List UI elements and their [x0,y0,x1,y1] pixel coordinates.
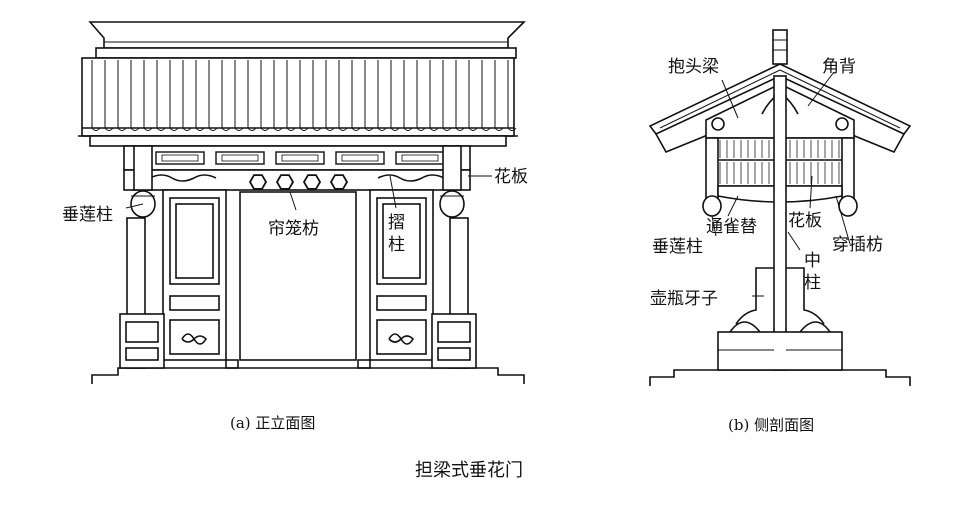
beam-panel [275,151,325,165]
hexagon-ornament [248,174,268,190]
label-lianlongfang: 帘笼枋 [268,219,319,239]
front-chuilianzhu-left [133,145,153,191]
side-ground [649,369,911,386]
hexagon-ornament [275,174,295,190]
label-huaban-side: 花板 [788,211,822,231]
front-ridge-base [95,47,517,59]
beam-panel [155,151,205,165]
label-baotouliang: 抱头梁 [668,57,719,77]
beam-panel-inner [341,154,379,162]
front-eave-board [89,135,507,147]
label-chuilianzhu-front: 垂莲柱 [62,205,113,225]
side-huping-left [735,267,774,325]
label-zhongzhu-2: 柱 [804,273,821,293]
figure-title: 担梁式垂花门 [415,460,523,481]
side-chuilianzhu-left [705,137,719,199]
beam-panel-inner [281,154,319,162]
label-hupingyazi: 壶瓶牙子 [650,289,718,309]
beam-panel-inner [161,154,199,162]
label-chuilianzhu-side: 垂莲柱 [652,237,703,257]
side-section [648,29,912,386]
beam-panel-inner [221,154,259,162]
beam-panel [335,151,385,165]
front-roof-tiles [81,57,515,137]
side-base [717,331,843,371]
label-zhezhu-2: 柱 [388,235,405,255]
label-huaban-front: 花板 [494,167,528,187]
beam-panel-inner [401,154,439,162]
front-ridge [88,21,526,49]
front-huaban-beam [123,169,471,191]
label-zhongzhu-1: 中 [804,251,821,271]
caption-front: (a) 正立面图 [230,414,315,432]
label-zhezhu-1: 摺 [388,213,405,233]
side-zhongzhu [773,75,787,371]
label-jiaobei: 角背 [822,57,856,77]
side-huping-right [786,267,825,325]
front-wall-right [369,189,434,361]
front-ground [91,367,525,384]
hexagon-ornament [329,174,349,190]
caption-side: (b) 侧剖面图 [728,416,814,434]
side-chuilianzhu-right [841,137,855,199]
front-elevation [78,21,526,384]
side-finial [772,29,788,65]
front-door-opening [239,191,357,361]
front-chuilianzhu-right [442,145,462,191]
front-base-right [431,313,477,369]
label-chuanchafang: 穿插枋 [832,235,883,255]
hexagon-ornament [302,174,322,190]
beam-panel [215,151,265,165]
front-lotus-right [439,190,465,218]
label-tongqueti: 通雀替 [706,217,757,237]
front-base-left [119,313,165,369]
front-upper-beam [123,145,471,171]
front-wall-left [162,189,227,361]
